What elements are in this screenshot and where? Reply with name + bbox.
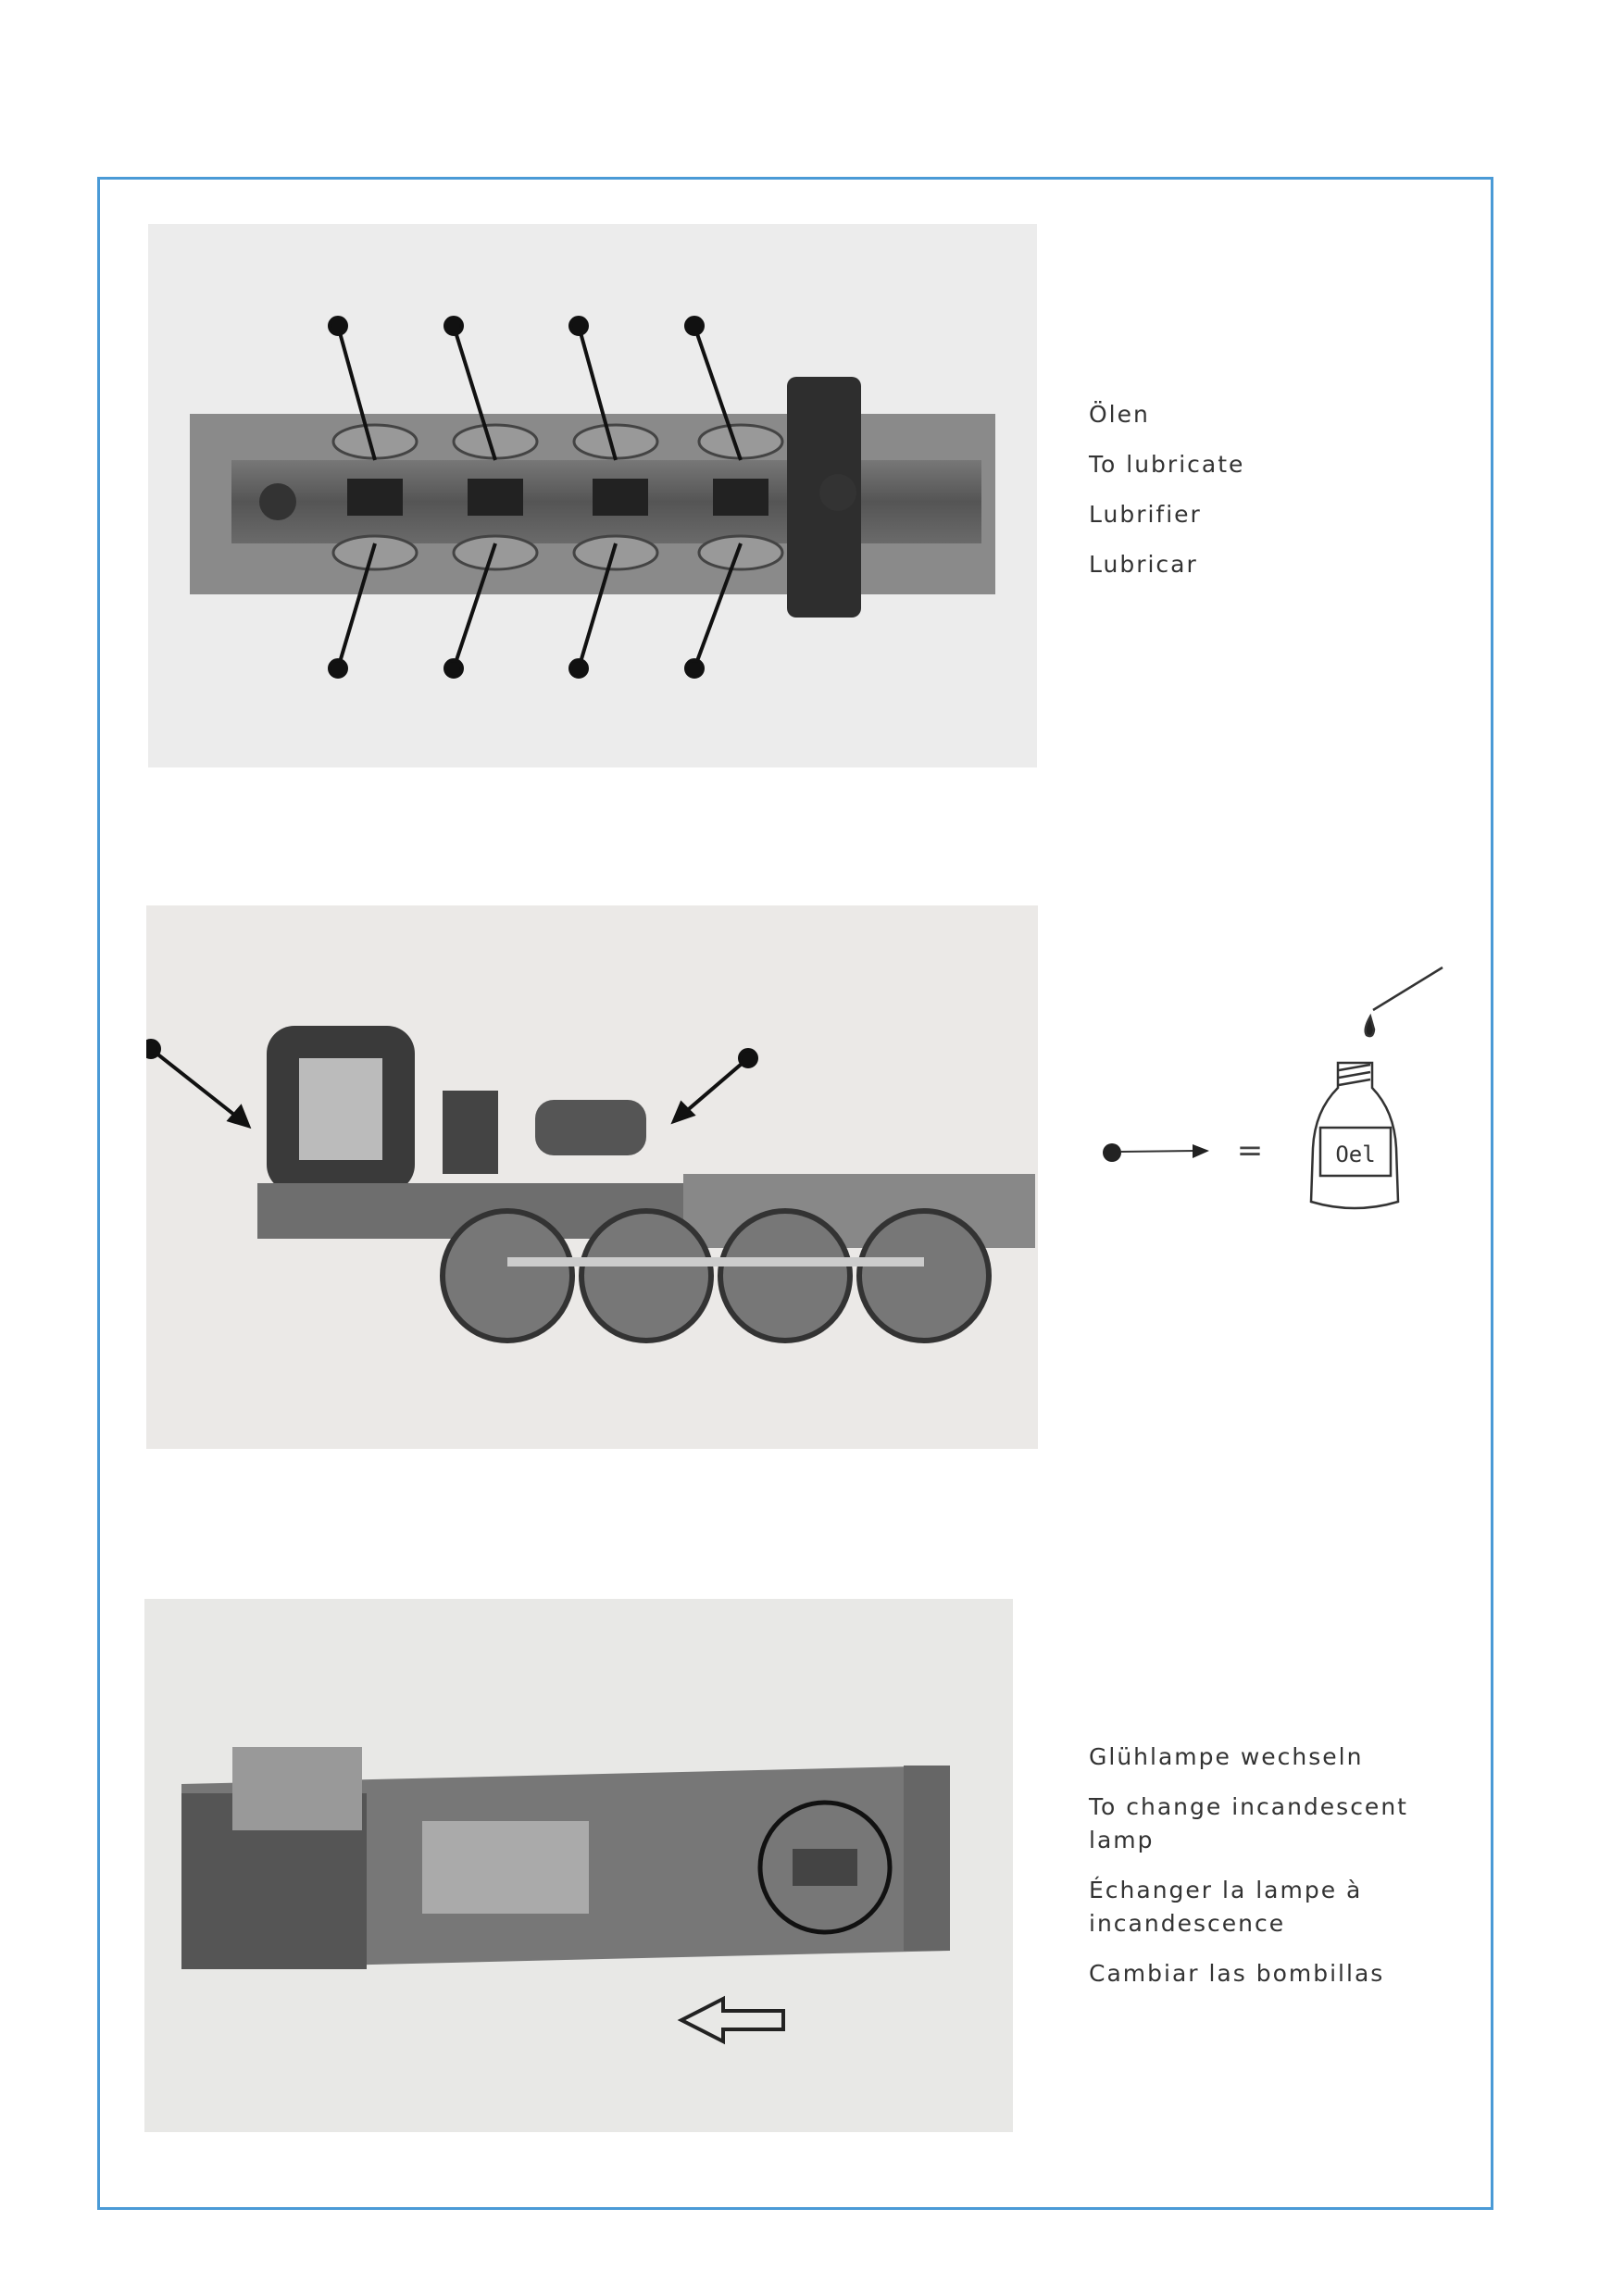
oil-legend: Oel = bbox=[1093, 963, 1481, 1241]
caption-line-en: To change incandescent lamp bbox=[1089, 1793, 1408, 1853]
caption-line-de: Glühlampe wechseln bbox=[1089, 1743, 1364, 1770]
photo-locomotive-underside bbox=[148, 224, 1037, 767]
lamp-caption: Glühlampe wechseln To change incandescen… bbox=[1089, 1741, 1422, 2007]
oil-bottle-icon bbox=[1309, 966, 1443, 1210]
caption-line-fr: Échanger la lampe à incandescence bbox=[1089, 1877, 1363, 1937]
caption-line-en: To lubricate bbox=[1089, 451, 1245, 478]
oil-point-arrow-icon bbox=[1103, 1143, 1209, 1162]
caption-line-de: Ölen bbox=[1089, 401, 1150, 428]
caption-line-fr: Lubrifier bbox=[1089, 501, 1202, 528]
caption-line-es: Lubricar bbox=[1089, 551, 1198, 578]
lubricate-caption: Ölen To lubricate Lubrifier Lubricar bbox=[1089, 400, 1244, 600]
photo-locomotive-chassis-side bbox=[146, 905, 1038, 1449]
bottle-label: Oel bbox=[1335, 1142, 1375, 1167]
photo-lamp-housing bbox=[144, 1599, 1013, 2132]
equals-sign: = bbox=[1237, 1132, 1264, 1169]
page-border-frame bbox=[97, 177, 1493, 2210]
caption-line-es: Cambiar las bombillas bbox=[1089, 1960, 1385, 1987]
